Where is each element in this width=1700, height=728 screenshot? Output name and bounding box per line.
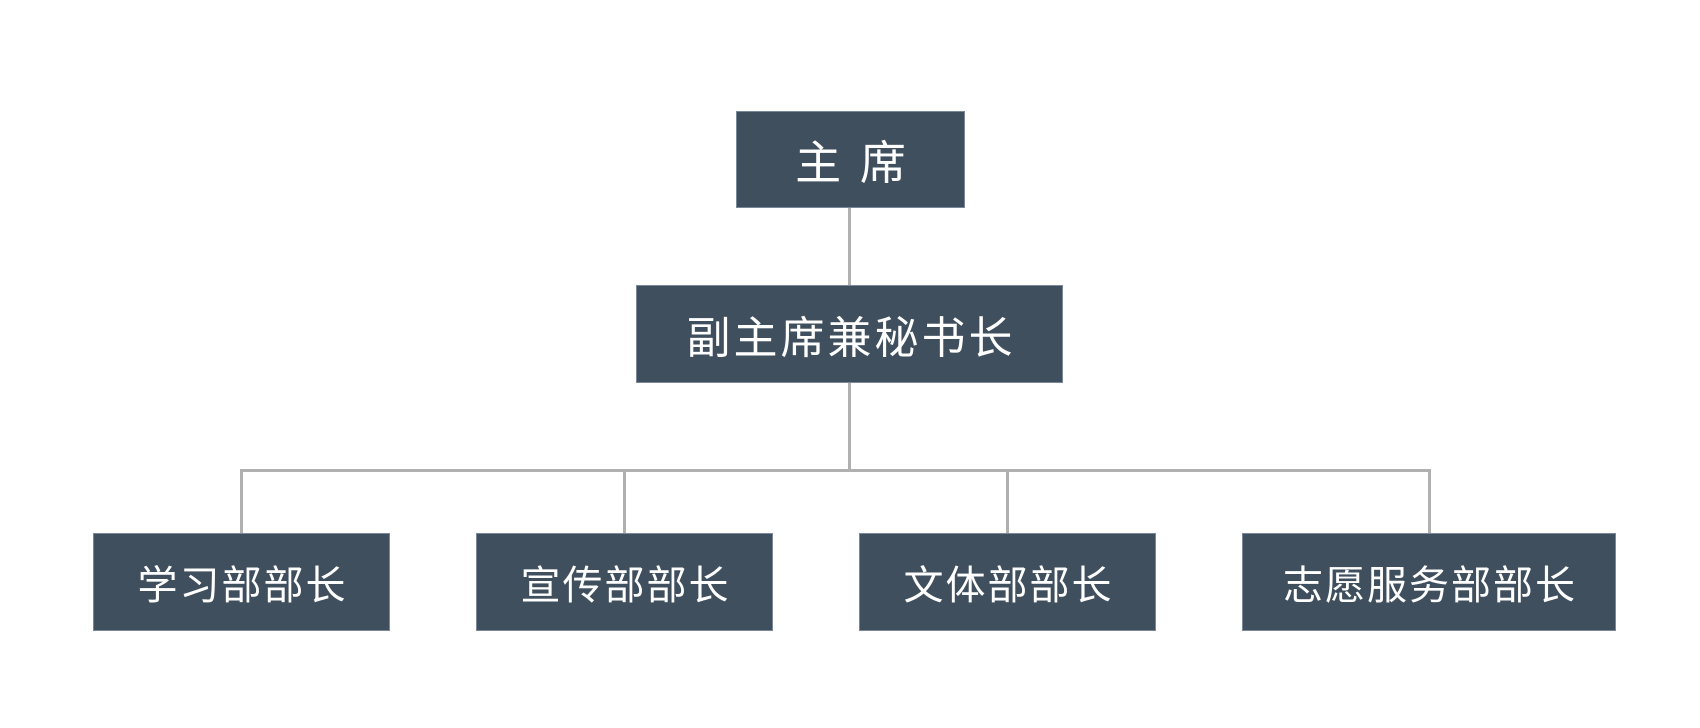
org-node-publicity-dept-head[interactable]: 宣传部部长 [476, 533, 773, 631]
org-node-volunteer-service-dept-label: 志愿服务部部长 [1283, 564, 1577, 608]
org-node-culture-sports-dept-head[interactable]: 文体部部长 [859, 533, 1156, 631]
connector-drop-volunteer-service-dept [1428, 469, 1431, 533]
connector-vice-to-rail [848, 383, 851, 472]
org-node-study-dept-label: 学习部部长 [137, 564, 348, 608]
org-node-publicity-dept-label: 宣传部部长 [520, 564, 731, 608]
org-node-study-dept-head[interactable]: 学习部部长 [93, 533, 390, 631]
org-node-vice-chairman-secretary-general[interactable]: 副主席兼秘书长 [636, 285, 1063, 383]
org-node-volunteer-service-dept-head[interactable]: 志愿服务部部长 [1242, 533, 1616, 631]
connector-drop-culture-sports-dept [1006, 469, 1009, 533]
org-node-vice-chairman-label: 副主席兼秘书长 [686, 314, 1016, 363]
connector-drop-study-dept [240, 469, 243, 533]
org-node-chairman[interactable]: 主 席 [736, 111, 965, 208]
connector-drop-publicity-dept [623, 469, 626, 533]
org-node-chairman-label: 主 席 [795, 136, 909, 189]
connector-chairman-to-vice [848, 208, 851, 285]
org-node-culture-sports-dept-label: 文体部部长 [903, 564, 1114, 608]
connector-horizontal-rail [240, 469, 1431, 472]
